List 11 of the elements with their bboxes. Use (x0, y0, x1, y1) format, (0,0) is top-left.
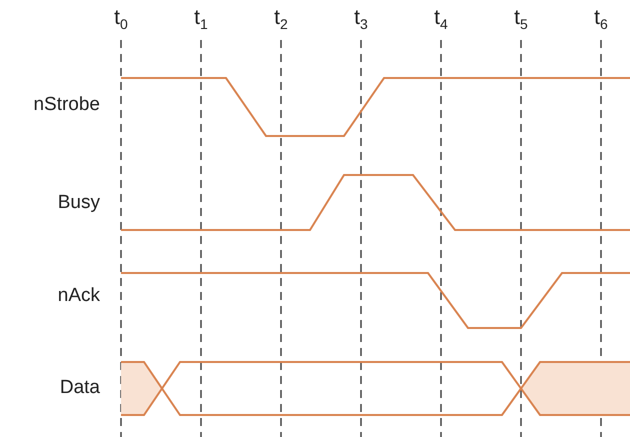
time-label: t$_{2}$ (274, 5, 288, 34)
signal-name: Busy (58, 191, 100, 215)
time-label: t$_{4}$ (434, 5, 448, 34)
signal-name: Data (60, 376, 100, 400)
time-label: t$_{6}$ (594, 5, 608, 34)
signal-name: nAck (58, 284, 100, 308)
signal-name: nStrobe (33, 93, 100, 117)
time-label: t$_{1}$ (194, 5, 208, 34)
time-label: t$_{3}$ (354, 5, 368, 34)
time-label: t$_{5}$ (514, 5, 528, 34)
time-label: t$_{0}$ (114, 5, 128, 34)
